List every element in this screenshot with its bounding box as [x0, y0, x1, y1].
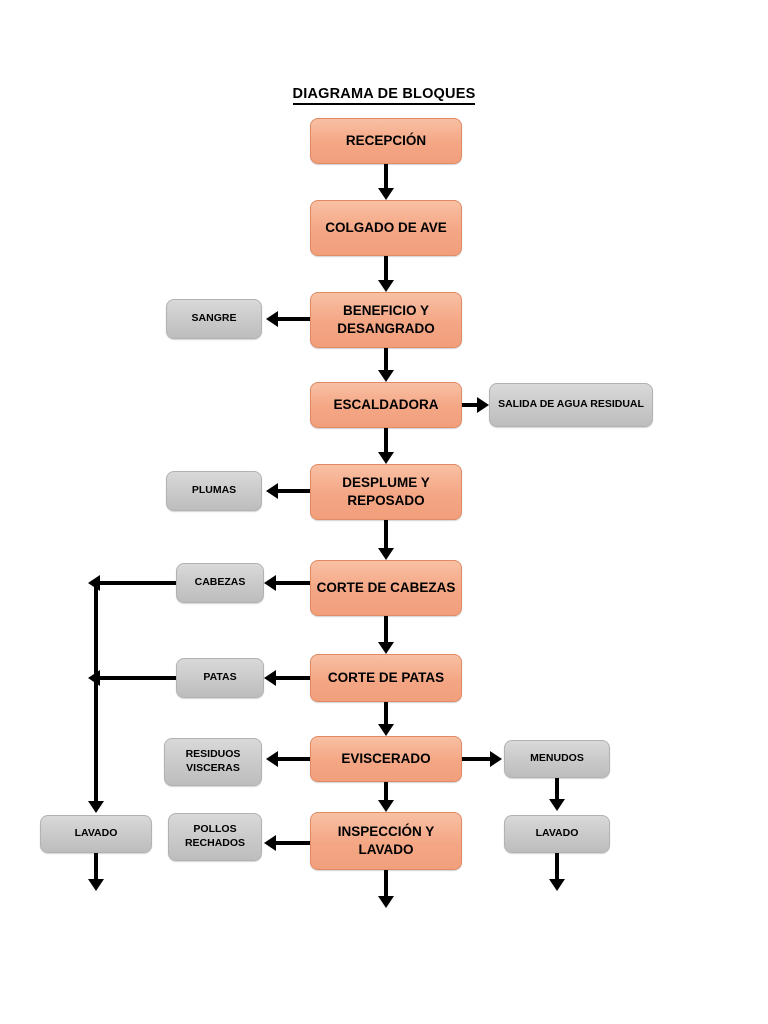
process-node-recepcion[interactable]: RECEPCIÓN — [310, 118, 462, 164]
process-node-label: ESCALDADORA — [333, 397, 439, 413]
output-node-salida-de-agua-residual[interactable]: SALIDA DE AGUA RESIDUAL — [489, 383, 653, 427]
process-node-label: BENEFICIO Y DESANGRADO — [337, 303, 435, 336]
connector-lavado-izquierda-exit — [94, 853, 98, 881]
process-node-escaldadora[interactable]: ESCALDADORA — [310, 382, 462, 428]
output-node-plumas[interactable]: PLUMAS — [166, 471, 262, 511]
connector-patas-rail — [96, 676, 176, 680]
arrowhead-beneficio-escaldadora — [378, 370, 394, 382]
connector-inspeccion-exit — [384, 870, 388, 898]
connector-menudos-lavado-derecha — [555, 778, 559, 800]
page-title: DIAGRAMA DE BLOQUES — [0, 86, 768, 105]
process-node-desplume-y-reposado[interactable]: DESPLUME Y REPOSADO — [310, 464, 462, 520]
connector-corte-patas-eviscerado — [384, 702, 388, 724]
process-node-label: CORTE DE CABEZAS — [316, 580, 456, 596]
output-node-label: SANGRE — [191, 312, 237, 325]
output-node-label: POLLOS RECHADOS — [184, 823, 246, 849]
output-node-sangre[interactable]: SANGRE — [166, 299, 262, 339]
output-node-label: LAVADO — [74, 827, 118, 840]
output-node-label: PATAS — [203, 671, 237, 684]
connector-lavado-derecha-exit — [555, 853, 559, 881]
arrowhead-recepcion-colgado — [378, 188, 394, 200]
connector-inspeccion-pollos-rechados — [276, 841, 310, 845]
connector-recepcion-colgado — [384, 164, 388, 190]
output-node-label: SALIDA DE AGUA RESIDUAL — [498, 398, 644, 411]
output-node-cabezas[interactable]: CABEZAS — [176, 563, 264, 603]
connector-beneficio-sangre — [278, 317, 310, 321]
arrowhead-corte-patas-patas — [264, 670, 276, 686]
output-node-label: PLUMAS — [191, 484, 237, 497]
arrowhead-lavado-izquierda-exit — [88, 879, 104, 891]
arrowhead-rail-lavado-izquierda — [88, 801, 104, 813]
arrowhead-lavado-derecha-exit — [549, 879, 565, 891]
output-node-menudos[interactable]: MENUDOS — [504, 740, 610, 778]
output-node-label: CABEZAS — [194, 576, 246, 589]
arrowhead-desplume-plumas — [266, 483, 278, 499]
output-node-label: LAVADO — [535, 827, 579, 840]
connector-beneficio-escaldadora — [384, 348, 388, 372]
arrowhead-inspeccion-pollos-rechados — [264, 835, 276, 851]
output-node-label: RESIDUOS VISCERAS — [185, 748, 241, 774]
process-node-beneficio-y-desangrado[interactable]: BENEFICIO Y DESANGRADO — [310, 292, 462, 348]
arrowhead-colgado-beneficio — [378, 280, 394, 292]
arrowhead-beneficio-sangre — [266, 311, 278, 327]
output-node-lavado-izquierda[interactable]: LAVADO — [40, 815, 152, 853]
process-node-label: INSPECCIÓN Y LAVADO — [337, 824, 435, 857]
output-node-label: MENUDOS — [530, 752, 584, 765]
process-node-corte-de-patas[interactable]: CORTE DE PATAS — [310, 654, 462, 702]
connector-eviscerado-inspeccion — [384, 782, 388, 800]
output-node-pollos-rechados[interactable]: POLLOS RECHADOS — [168, 813, 262, 861]
arrowhead-menudos-lavado-derecha — [549, 799, 565, 811]
connector-colgado-beneficio — [384, 256, 388, 282]
arrowhead-desplume-corte-cabezas — [378, 548, 394, 560]
connector-desplume-plumas — [278, 489, 310, 493]
process-node-label: COLGADO DE AVE — [325, 220, 447, 236]
arrowhead-eviscerado-residuos — [266, 751, 278, 767]
process-node-label: RECEPCIÓN — [345, 133, 427, 149]
arrowhead-corte-patas-eviscerado — [378, 724, 394, 736]
arrowhead-eviscerado-menudos — [490, 751, 502, 767]
connector-cabezas-rail — [96, 581, 176, 585]
arrowhead-eviscerado-inspeccion — [378, 800, 394, 812]
process-node-label: CORTE DE PATAS — [327, 670, 445, 686]
process-node-corte-de-cabezas[interactable]: CORTE DE CABEZAS — [310, 560, 462, 616]
output-node-lavado-derecha[interactable]: LAVADO — [504, 815, 610, 853]
arrowhead-corte-cabezas-corte-patas — [378, 642, 394, 654]
process-node-eviscerado[interactable]: EVISCERADO — [310, 736, 462, 782]
connector-escaldadora-salida-agua — [462, 403, 478, 407]
page-title-text: DIAGRAMA DE BLOQUES — [292, 86, 476, 105]
connector-rail-vertical — [94, 579, 98, 803]
connector-eviscerado-residuos — [278, 757, 310, 761]
connector-corte-cabezas-corte-patas — [384, 616, 388, 642]
process-node-label: DESPLUME Y REPOSADO — [342, 475, 430, 508]
connector-corte-cabezas-cabezas — [276, 581, 310, 585]
arrowhead-escaldadora-desplume — [378, 452, 394, 464]
connector-escaldadora-desplume — [384, 428, 388, 454]
output-node-patas[interactable]: PATAS — [176, 658, 264, 698]
output-node-residuos-visceras[interactable]: RESIDUOS VISCERAS — [164, 738, 262, 786]
connector-eviscerado-menudos — [462, 757, 490, 761]
connector-desplume-corte-cabezas — [384, 520, 388, 548]
arrowhead-inspeccion-exit — [378, 896, 394, 908]
connector-corte-patas-patas — [276, 676, 310, 680]
arrowhead-escaldadora-salida-agua — [477, 397, 489, 413]
process-node-label: EVISCERADO — [341, 751, 431, 767]
arrowhead-corte-cabezas-cabezas — [264, 575, 276, 591]
process-node-colgado-de-ave[interactable]: COLGADO DE AVE — [310, 200, 462, 256]
process-node-inspeccion-y-lavado[interactable]: INSPECCIÓN Y LAVADO — [310, 812, 462, 870]
